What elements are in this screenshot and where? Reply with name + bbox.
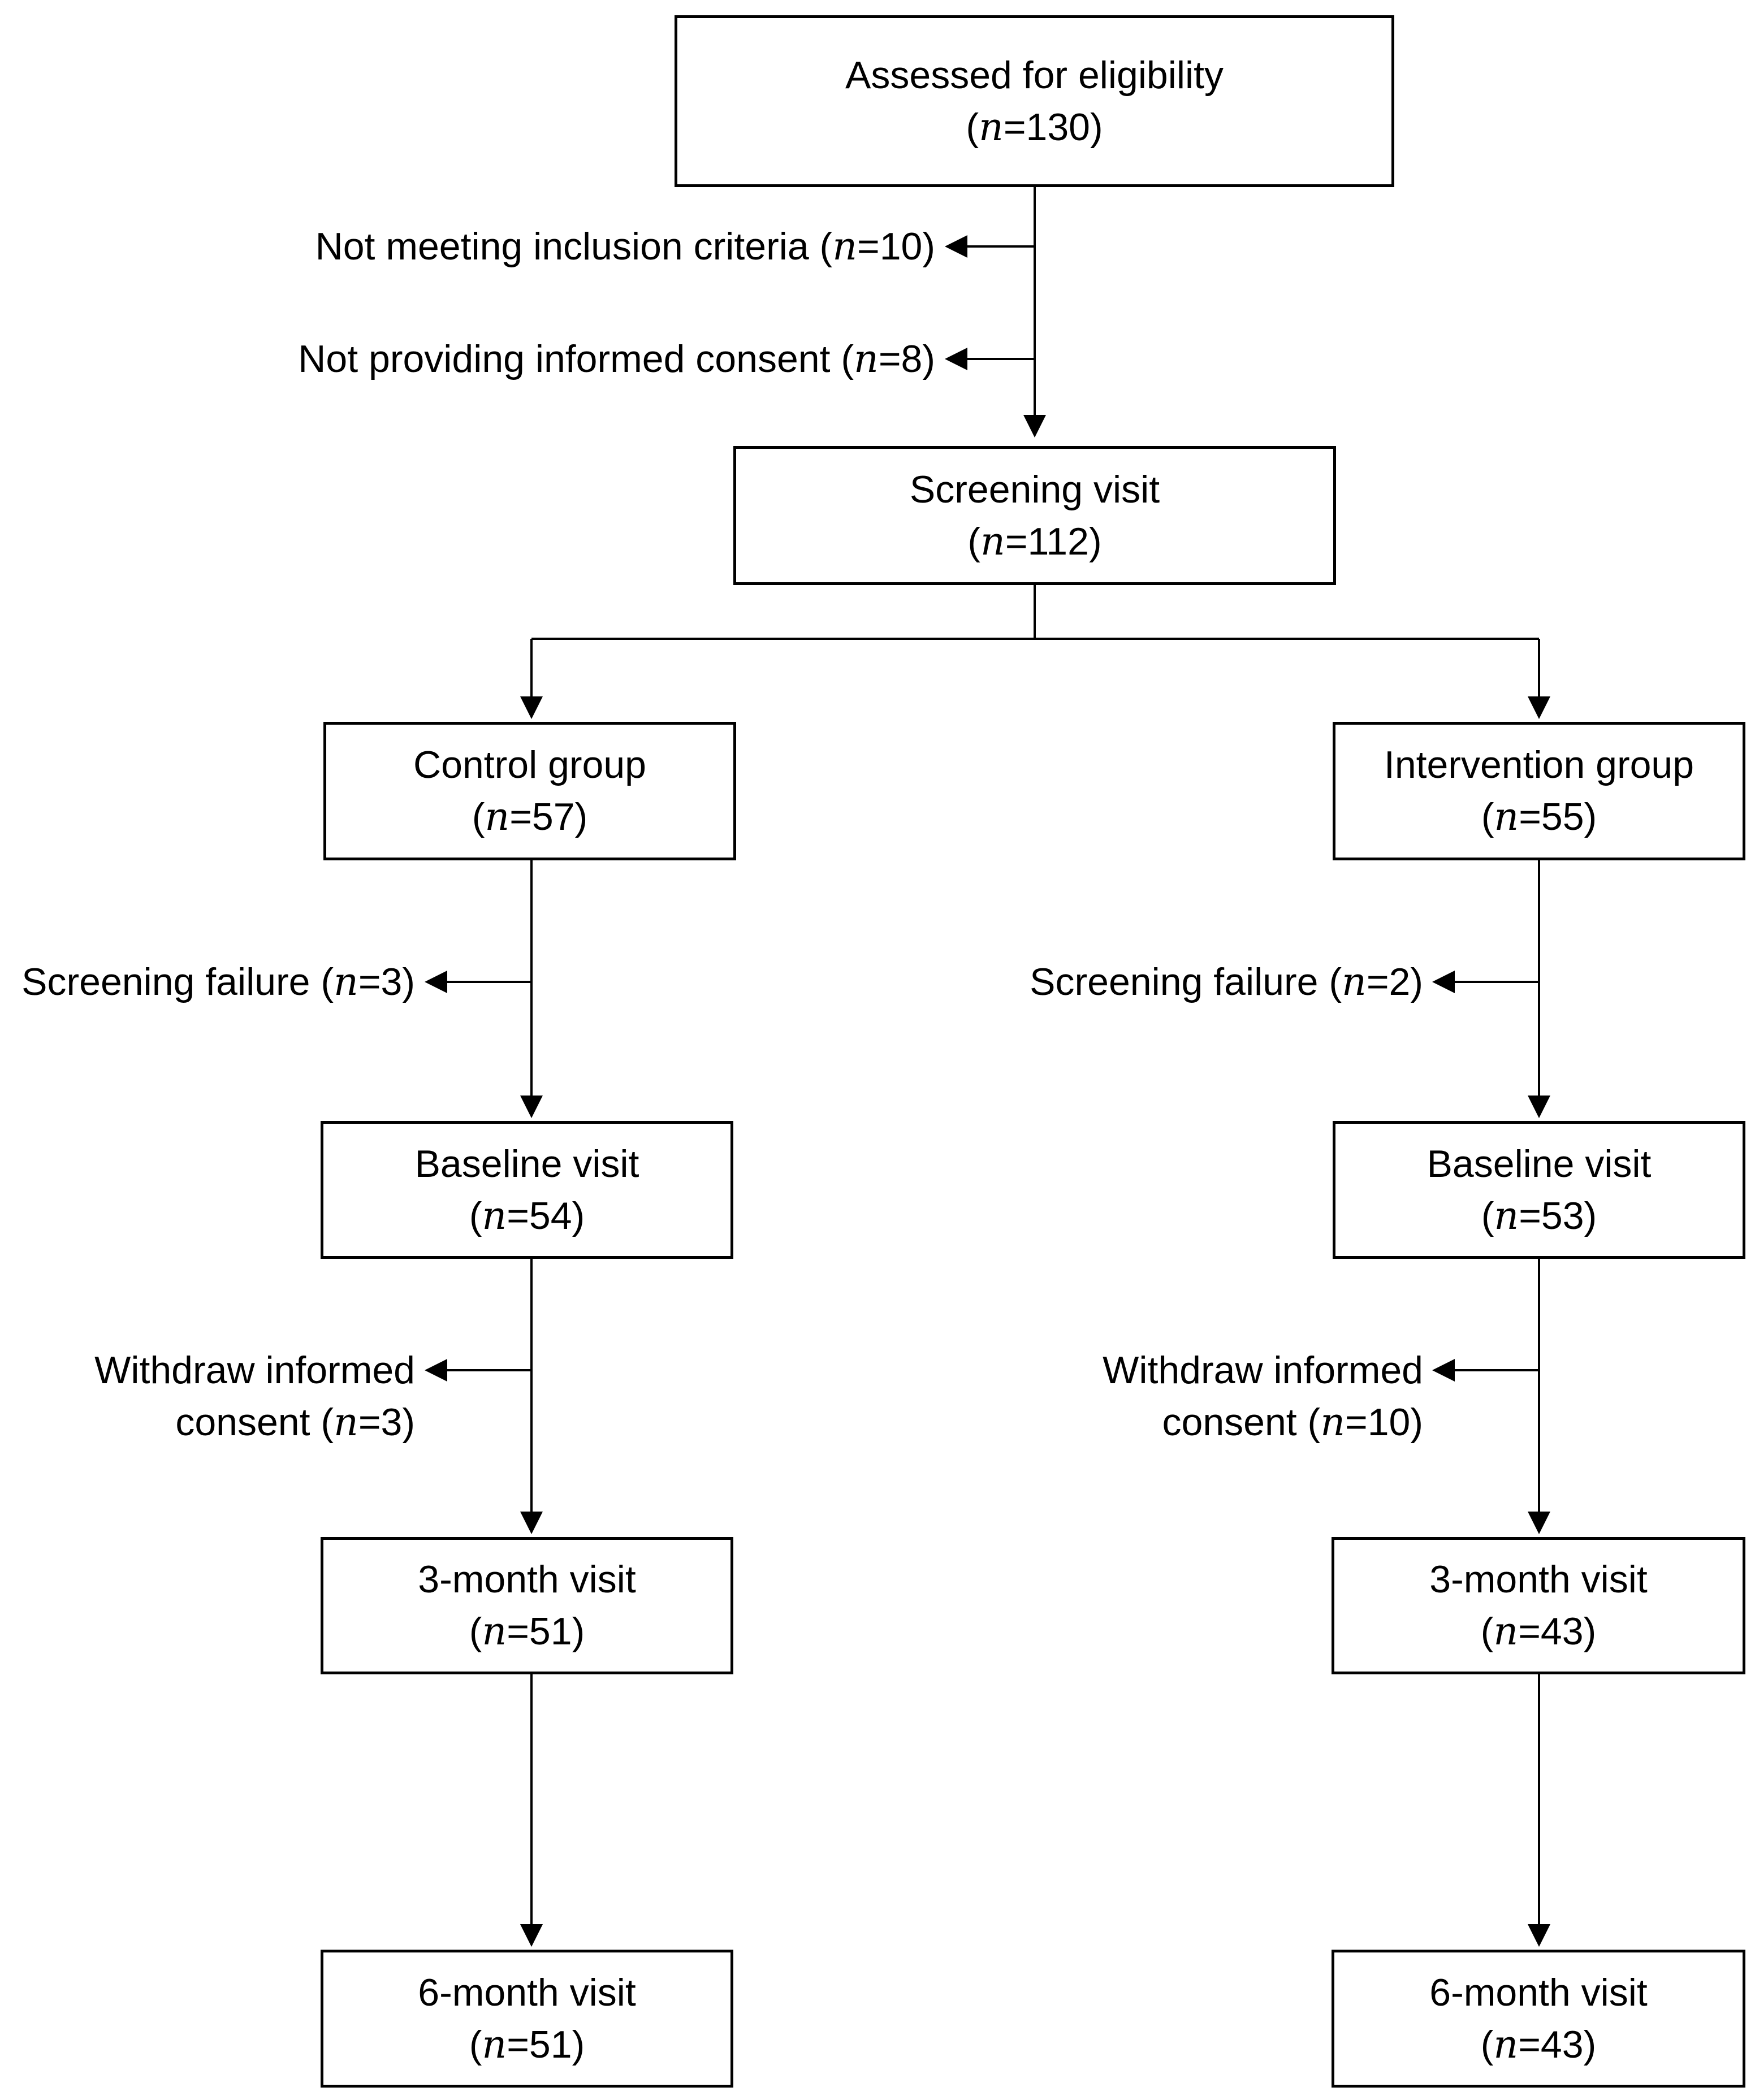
screening-label: Screening visit	[909, 467, 1160, 511]
intervention-withdraw-line2: consent (n=10)	[1103, 1396, 1424, 1449]
control-group-label: Control group	[413, 743, 647, 786]
control-6month-count-value: =51	[507, 2023, 572, 2066]
no-consent-note: Not providing informed consent (n=8)	[298, 333, 935, 386]
intervention-6month-label: 6-month visit	[1429, 1971, 1648, 2014]
not-meeting-criteria-text: Not meeting inclusion criteria (	[315, 225, 833, 268]
control-withdraw-text: consent (	[175, 1401, 334, 1444]
not-meeting-criteria-note: Not meeting inclusion criteria (n=10)	[315, 220, 935, 273]
not-meeting-criteria-count: =10)	[857, 225, 935, 268]
control-3month-label: 3-month visit	[418, 1558, 636, 1601]
no-consent-text: Not providing informed consent (	[298, 337, 854, 380]
n-symbol: n	[832, 224, 857, 269]
control-screen-fail-note: Screening failure (n=3)	[21, 956, 415, 1008]
n-symbol: n	[980, 519, 1005, 564]
intervention-group-count-value: =55	[1519, 795, 1584, 838]
assessed-count: (n=130)	[966, 105, 1103, 150]
intervention-6month-box: 6-month visit (n=43)	[1332, 1950, 1745, 2088]
n-symbol: n	[1494, 795, 1519, 839]
control-withdraw-line2: consent (n=3)	[94, 1396, 415, 1449]
no-consent-count: =8)	[878, 337, 935, 380]
intervention-screen-fail-text: Screening failure (	[1030, 960, 1342, 1003]
n-symbol: n	[854, 337, 879, 382]
control-6month-label: 6-month visit	[418, 1971, 636, 2014]
control-withdraw-note: Withdraw informed consent (n=3)	[94, 1344, 415, 1449]
n-symbol: n	[1493, 2022, 1519, 2067]
intervention-baseline-box: Baseline visit (n=53)	[1333, 1121, 1745, 1259]
n-symbol: n	[482, 1609, 507, 1654]
control-3month-count-value: =51	[507, 1610, 572, 1653]
n-symbol: n	[1493, 1609, 1519, 1654]
assessed-label: Assessed for eligibility	[845, 53, 1224, 97]
intervention-6month-count-value: =43	[1518, 2023, 1584, 2066]
control-withdraw-count: =3)	[358, 1401, 415, 1444]
screening-count: (n=112)	[967, 519, 1102, 564]
screening-count-value: =112	[1005, 519, 1089, 563]
intervention-baseline-count: (n=53)	[1481, 1193, 1597, 1239]
intervention-withdraw-count: =10)	[1345, 1401, 1423, 1444]
n-symbol: n	[1342, 960, 1367, 1004]
assessed-count-value: =130	[1003, 105, 1090, 149]
control-group-count-value: =57	[509, 795, 575, 838]
control-group-count: (n=57)	[472, 795, 588, 839]
control-baseline-label: Baseline visit	[414, 1142, 639, 1185]
intervention-3month-box: 3-month visit (n=43)	[1332, 1537, 1745, 1674]
intervention-baseline-count-value: =53	[1519, 1194, 1584, 1237]
intervention-group-count: (n=55)	[1481, 795, 1597, 839]
control-group-box: Control group (n=57)	[323, 722, 736, 860]
intervention-group-box: Intervention group (n=55)	[1333, 722, 1745, 860]
n-symbol: n	[1320, 1400, 1345, 1445]
intervention-screen-fail-count: =2)	[1366, 960, 1423, 1003]
control-withdraw-line1: Withdraw informed	[94, 1349, 415, 1392]
control-3month-count: (n=51)	[469, 1609, 585, 1654]
screening-box: Screening visit (n=112)	[733, 446, 1336, 585]
intervention-6month-count: (n=43)	[1480, 2022, 1597, 2067]
intervention-withdraw-line1: Withdraw informed	[1103, 1349, 1423, 1392]
n-symbol: n	[979, 105, 1004, 150]
control-screen-fail-text: Screening failure (	[21, 960, 334, 1003]
n-symbol: n	[482, 1193, 507, 1239]
control-screen-fail-count: =3)	[358, 960, 415, 1003]
control-baseline-box: Baseline visit (n=54)	[321, 1121, 733, 1259]
intervention-3month-count-value: =43	[1518, 1610, 1584, 1653]
n-symbol: n	[1494, 1193, 1519, 1239]
control-baseline-count: (n=54)	[469, 1193, 585, 1239]
n-symbol: n	[334, 1400, 358, 1445]
n-symbol: n	[485, 795, 510, 839]
control-baseline-count-value: =54	[507, 1194, 572, 1237]
intervention-screen-fail-note: Screening failure (n=2)	[1030, 956, 1423, 1008]
control-6month-count: (n=51)	[469, 2022, 585, 2067]
intervention-3month-count: (n=43)	[1480, 1609, 1597, 1654]
n-symbol: n	[482, 2022, 507, 2067]
control-6month-box: 6-month visit (n=51)	[321, 1950, 733, 2088]
intervention-3month-label: 3-month visit	[1429, 1558, 1648, 1601]
assessed-box: Assessed for eligibility (n=130)	[675, 15, 1394, 187]
n-symbol: n	[334, 960, 358, 1004]
control-3month-box: 3-month visit (n=51)	[321, 1537, 733, 1674]
intervention-withdraw-note: Withdraw informed consent (n=10)	[1103, 1344, 1423, 1449]
intervention-withdraw-text: consent (	[1162, 1401, 1321, 1444]
intervention-group-label: Intervention group	[1384, 743, 1695, 786]
intervention-baseline-label: Baseline visit	[1427, 1142, 1652, 1185]
